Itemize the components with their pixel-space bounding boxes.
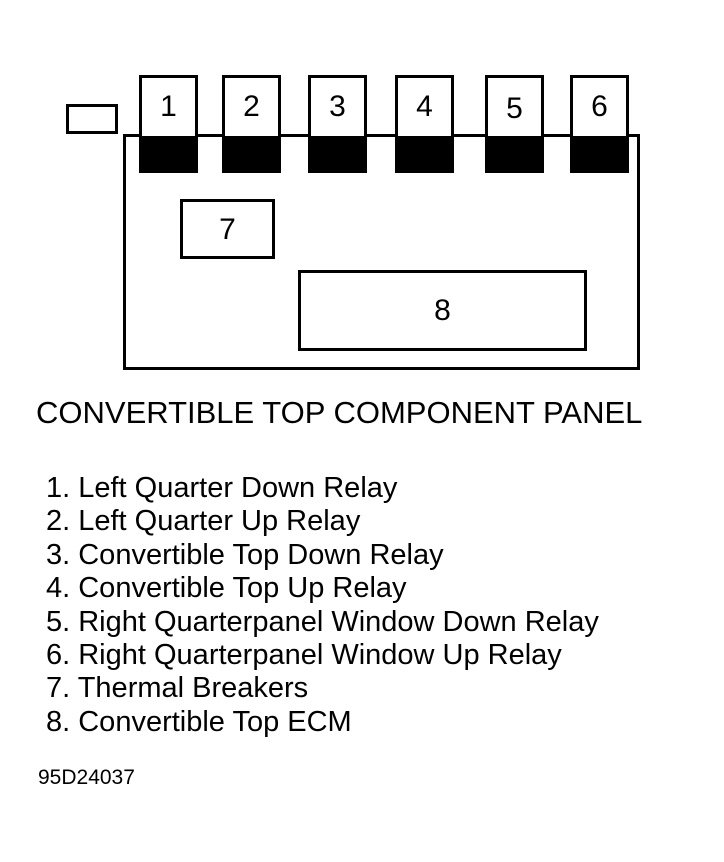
relay-2-base [222, 136, 281, 173]
relay-4-base [395, 136, 454, 173]
relay-2-label: 2 [243, 90, 260, 123]
legend-item-4: 4. Convertible Top Up Relay [46, 572, 407, 605]
legend-item-1: 1. Left Quarter Down Relay [46, 472, 398, 504]
relay-3-base [308, 136, 367, 173]
relay-6-label: 6 [591, 90, 608, 123]
legend-list: 1. Left Quarter Down Relay 2. Left Quart… [46, 472, 599, 739]
legend-item-6: 6. Right Quarterpanel Window Up Relay [46, 639, 562, 672]
legend-item-8: 8. Convertible Top ECM [46, 705, 352, 738]
relay-5-base [485, 136, 544, 173]
legend-item-7: 7. Thermal Breakers [46, 672, 309, 705]
diagram-title: CONVERTIBLE TOP COMPONENT PANEL [36, 395, 643, 430]
relay-1-label: 1 [160, 90, 177, 123]
ecm-box: 8 [298, 270, 587, 351]
thermal-breakers-label: 7 [219, 213, 236, 246]
ecm-label: 8 [434, 294, 451, 327]
relay-6-base [570, 136, 629, 173]
relay-1-base [139, 136, 198, 173]
legend-item-3: 3. Convertible Top Down Relay [46, 538, 444, 571]
relay-3-label: 3 [329, 90, 346, 123]
thermal-breakers-box: 7 [180, 199, 275, 259]
legend-item-5: 5. Right Quarterpanel Window Down Relay [46, 605, 599, 638]
relay-4-label: 4 [416, 90, 433, 123]
legend-item-2: 2. Left Quarter Up Relay [46, 505, 361, 538]
figure-code: 95D24037 [38, 766, 135, 789]
panel-connector-tab [66, 104, 118, 134]
relay-5-label: 5 [506, 92, 523, 125]
